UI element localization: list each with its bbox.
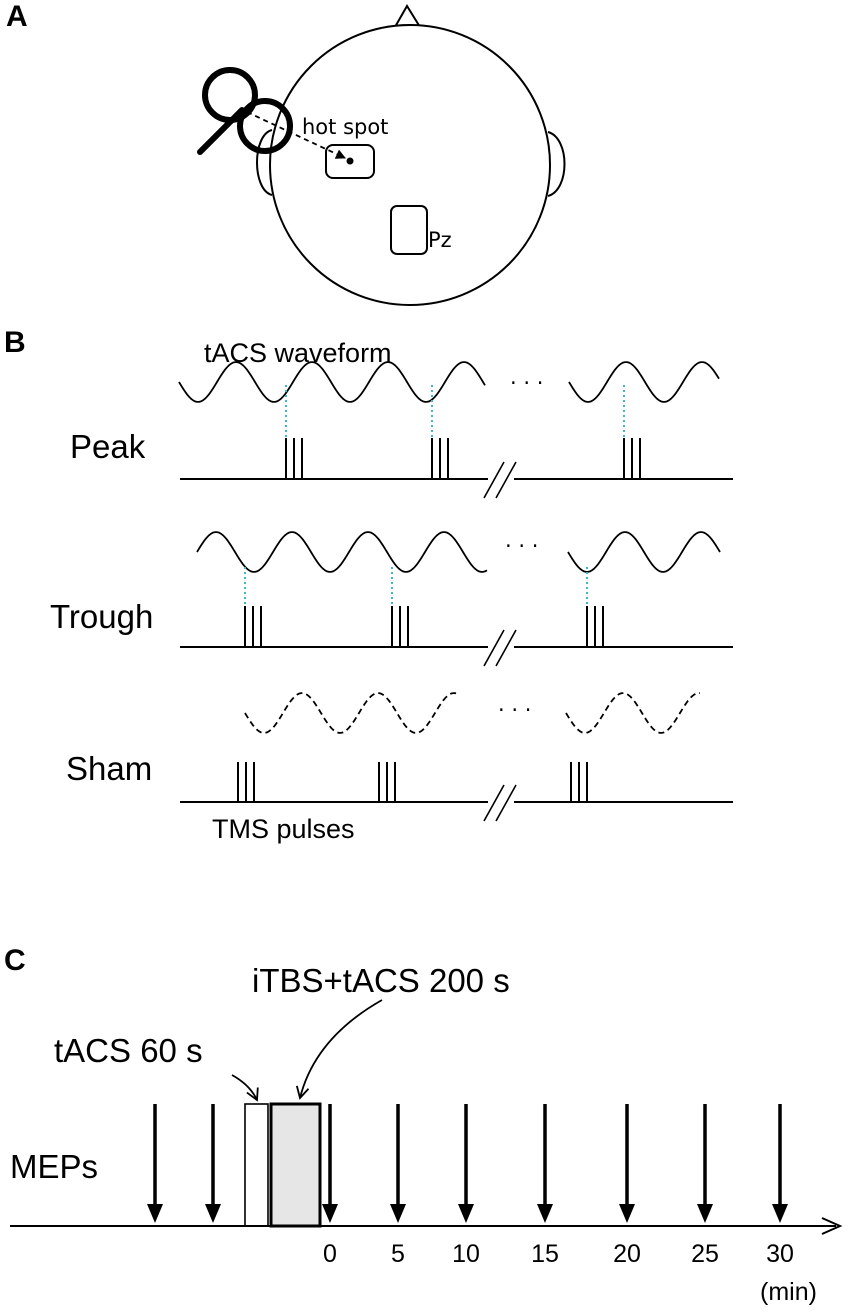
peak-pulse-group — [285, 438, 641, 479]
tms-coil-icon — [197, 67, 293, 155]
trough-waveform-segment-1 — [196, 531, 488, 573]
tick-label-0: 0 — [323, 1240, 337, 1268]
itbs-tacs-box — [269, 1102, 322, 1228]
sham-ellipsis: · · · — [498, 698, 531, 722]
trough-waveform-segment-2 — [567, 531, 721, 573]
right-ear-shape — [547, 131, 566, 197]
panel-b: B tACS waveform Peak · · · Trough · · · — [4, 326, 733, 844]
sham-axis-break — [483, 784, 517, 822]
tick-label-20: 20 — [613, 1240, 641, 1268]
sham-row: · · · — [180, 692, 733, 822]
tick-label-group: 0 5 10 15 20 25 30 — [323, 1240, 794, 1268]
unit-label: (min) — [760, 1278, 817, 1306]
mep-arrow-group — [147, 1104, 788, 1223]
tacs-60s-box — [244, 1103, 269, 1227]
mep-arrow-head-4 — [390, 1204, 406, 1223]
condition-label-peak: Peak — [70, 428, 146, 465]
itbs-pointer-arrow — [295, 999, 383, 1100]
peak-alignment-lines — [285, 385, 625, 438]
tick-label-15: 15 — [531, 1240, 559, 1268]
panel-a: A hot spot Pz — [6, 0, 566, 306]
nose-shape — [394, 4, 421, 28]
panel-a-label: A — [6, 0, 28, 33]
peak-ellipsis: · · · — [510, 371, 543, 395]
trough-row: · · · — [180, 531, 733, 667]
tms-pulses-label: TMS pulses — [212, 814, 355, 844]
head-outline — [269, 24, 551, 306]
itbs-tacs-label: iTBS+tACS 200 s — [252, 962, 510, 999]
trough-axis-break — [483, 629, 517, 667]
panel-b-label: B — [4, 326, 26, 359]
tacs-60s-label: tACS 60 s — [54, 1032, 203, 1069]
mep-arrow-head-7 — [619, 1204, 635, 1223]
hotspot-label: hot spot — [302, 115, 388, 139]
tick-label-30: 30 — [766, 1240, 794, 1268]
tick-label-10: 10 — [452, 1240, 480, 1268]
sham-waveform-segment-1 — [244, 692, 460, 734]
mep-arrow-head-1 — [147, 1204, 163, 1223]
sham-pulse-group — [237, 762, 588, 802]
mep-arrow-head-3 — [322, 1204, 338, 1223]
hotspot-dot — [346, 157, 354, 165]
pz-label: Pz — [428, 228, 452, 252]
trough-pulse-group — [244, 606, 604, 647]
condition-label-trough: Trough — [50, 598, 153, 635]
mep-arrow-head-9 — [772, 1204, 788, 1223]
left-ear-shape — [256, 129, 273, 196]
tacs-pointer-arrow — [231, 1074, 259, 1102]
pz-electrode — [390, 205, 428, 255]
condition-label-sham: Sham — [66, 750, 152, 787]
hotspot-electrode — [325, 144, 375, 179]
meps-label: MEPs — [10, 1148, 98, 1185]
trough-alignment-lines — [244, 567, 588, 606]
coil-to-hotspot-arrow — [246, 111, 346, 159]
peak-waveform-segment-1 — [178, 361, 486, 403]
mep-arrow-head-6 — [537, 1204, 553, 1223]
tick-label-25: 25 — [691, 1240, 719, 1268]
tick-label-5: 5 — [391, 1240, 405, 1268]
peak-axis-break — [483, 461, 517, 499]
panel-c: C iTBS+tACS 200 s tACS 60 s MEPs 0 5 10 15 2… — [4, 944, 843, 1306]
mep-arrow-head-2 — [205, 1204, 221, 1223]
sham-waveform-segment-2 — [565, 692, 700, 734]
trough-ellipsis: · · · — [505, 534, 538, 558]
mep-arrow-head-5 — [458, 1204, 474, 1223]
panel-c-label: C — [4, 944, 26, 977]
mep-arrow-head-8 — [697, 1204, 713, 1223]
peak-waveform-segment-2 — [568, 361, 720, 403]
time-axis-arrowhead — [821, 1217, 843, 1235]
peak-row: · · · — [178, 361, 733, 499]
